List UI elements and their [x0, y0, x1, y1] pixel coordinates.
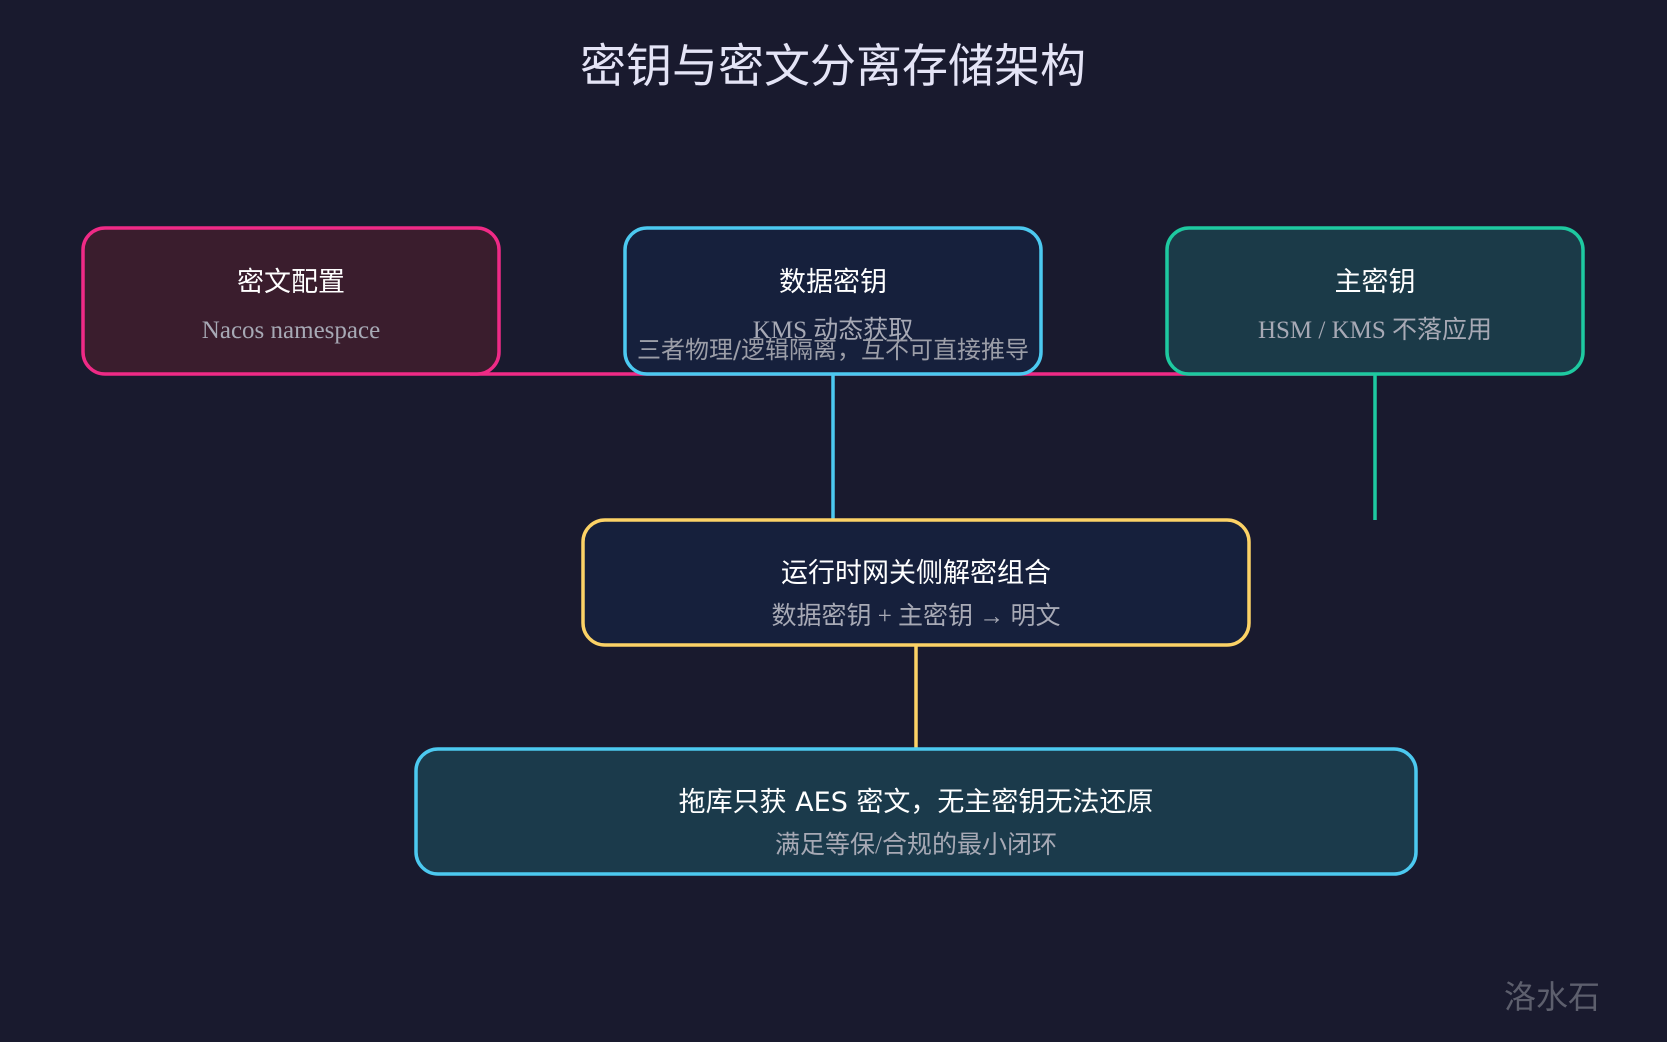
node-ciphertext-config-subtitle: Nacos namespace	[202, 317, 380, 344]
node-gateway-decrypt: 运行时网关侧解密组合 数据密钥 + 主密钥 → 明文	[581, 518, 1251, 647]
node-master-key-subtitle: HSM / KMS 不落应用	[1258, 316, 1492, 344]
node-gateway-decrypt-box	[581, 518, 1251, 647]
diagram-title: 密钥与密文分离存储架构	[580, 39, 1086, 93]
node-gateway-decrypt-subtitle: 数据密钥 + 主密钥 → 明文	[771, 602, 1060, 630]
node-result-title: 拖库只获 AES 密文，无主密钥无法还原	[679, 787, 1154, 818]
node-data-key: 数据密钥 KMS 动态获取	[623, 226, 1043, 376]
node-ciphertext-config-title: 密文配置	[237, 267, 345, 298]
node-result-subtitle: 满足等保/合规的最小闭环	[775, 831, 1057, 859]
separation-note: 三者物理/逻辑隔离，互不可直接推导	[637, 336, 1029, 364]
node-gateway-decrypt-title: 运行时网关侧解密组合	[781, 558, 1051, 589]
node-result-box	[414, 747, 1418, 876]
node-master-key-box	[1165, 226, 1585, 376]
node-ciphertext-config: 密文配置 Nacos namespace	[81, 226, 501, 376]
node-data-key-box	[623, 226, 1043, 376]
node-ciphertext-config-box	[81, 226, 501, 376]
node-data-key-title: 数据密钥	[779, 267, 887, 298]
node-data-key-subtitle: KMS 动态获取	[753, 316, 913, 344]
node-master-key-title: 主密钥	[1335, 267, 1416, 298]
node-master-key: 主密钥 HSM / KMS 不落应用	[1165, 226, 1585, 376]
node-result: 拖库只获 AES 密文，无主密钥无法还原 满足等保/合规的最小闭环	[414, 747, 1418, 876]
watermark: 洛水石	[1504, 978, 1600, 1016]
